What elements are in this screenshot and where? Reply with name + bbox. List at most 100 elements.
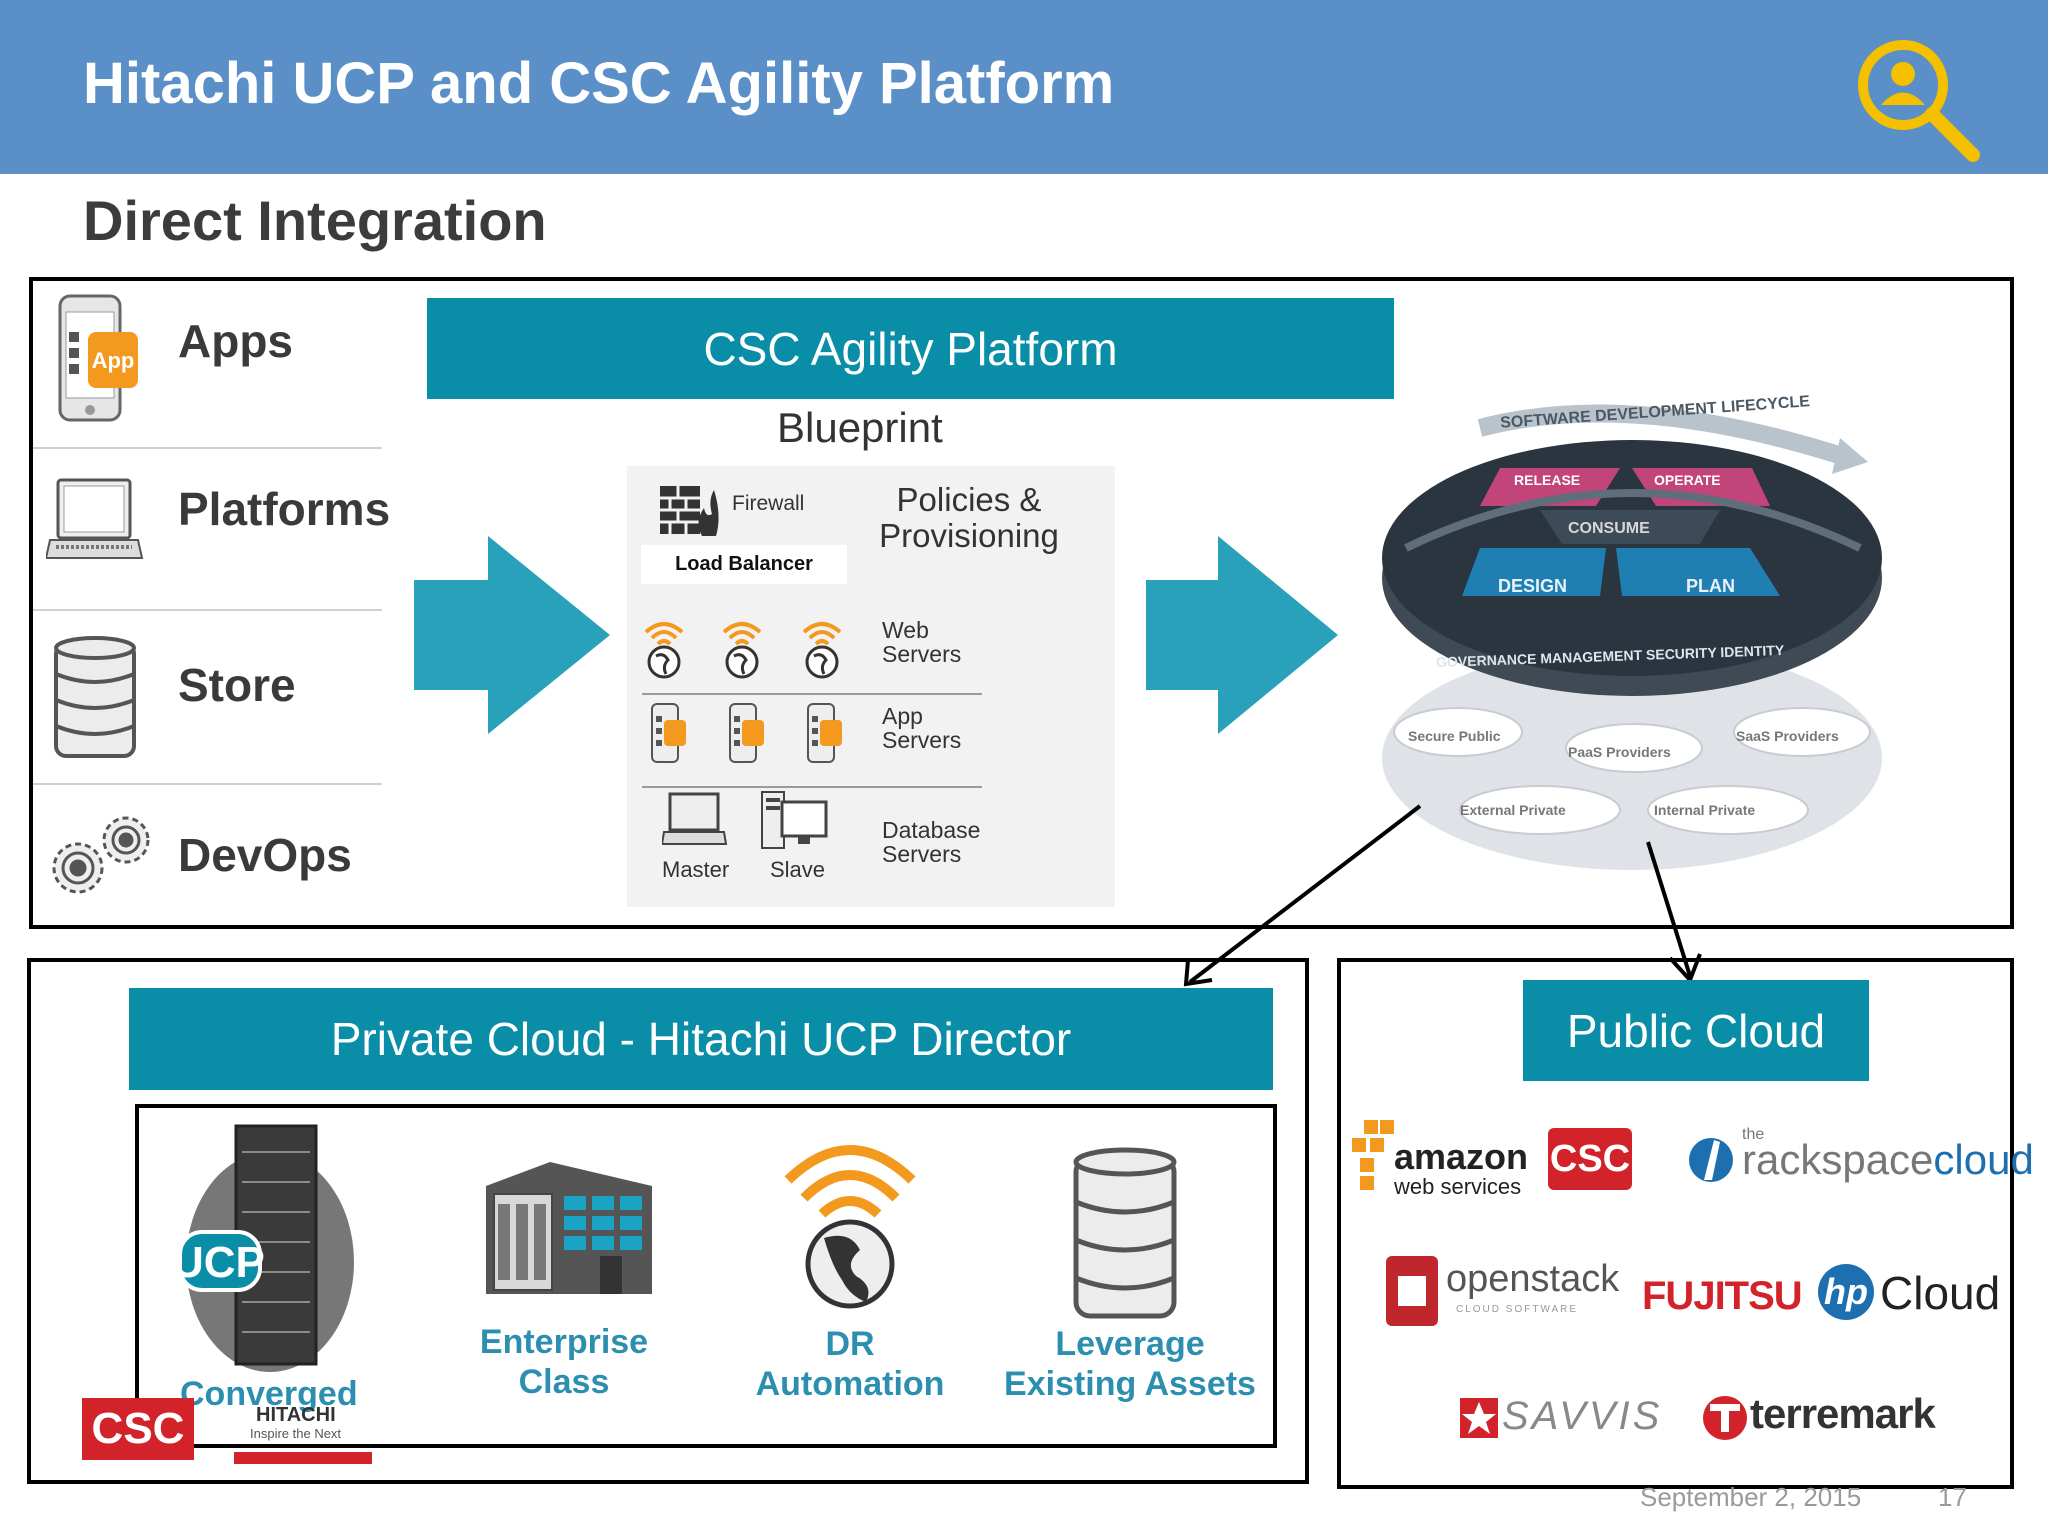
policies-provisioning-label: Policies & Provisioning — [874, 482, 1064, 554]
csc-logo: CSC — [82, 1398, 194, 1460]
database-servers-line-2: Servers — [882, 841, 962, 867]
terremark-icon — [1703, 1396, 1747, 1440]
web-servers-line-1: Web — [882, 617, 929, 643]
private-cloud-banner: Private Cloud - Hitachi UCP Director — [129, 988, 1273, 1090]
savvis-star-icon — [1460, 1398, 1498, 1438]
csc-public-logo: CSC — [1548, 1128, 1632, 1190]
flow-arrow-1 — [414, 536, 610, 734]
laptop-icon — [46, 478, 144, 559]
dr-line-2: Automation — [755, 1365, 945, 1403]
load-balancer-label: Load Balancer — [641, 545, 847, 584]
cloud-internal-private: Internal Private — [1654, 802, 1756, 818]
category-store: Store — [178, 659, 296, 711]
lifecycle-release: RELEASE — [1514, 472, 1581, 488]
category-devops: DevOps — [178, 829, 352, 881]
openstack-icon — [1386, 1256, 1438, 1326]
hitachi-tagline: Inspire the Next — [250, 1426, 342, 1441]
private-cloud-features-box — [135, 1104, 1277, 1448]
amazon-logo: amazon — [1394, 1136, 1529, 1177]
database-servers-line-1: Database — [882, 817, 981, 843]
firewall-icon — [660, 486, 719, 536]
app-servers-line-2: Servers — [882, 727, 962, 753]
ucp-rack-icon — [180, 1124, 354, 1372]
flow-arrow-2 — [1146, 536, 1338, 734]
footer-date: September 2, 2015 — [1640, 1482, 1862, 1512]
database-servers-label: Database Servers — [882, 818, 980, 866]
hp-logo: hp — [1818, 1264, 1874, 1320]
rackspace-word: rackspace — [1742, 1136, 1934, 1183]
category-apps: Apps — [178, 315, 293, 367]
enterprise-line-2: Class — [518, 1363, 610, 1401]
page-number: 17 — [1938, 1482, 1967, 1512]
app-servers-line-1: App — [882, 703, 923, 729]
cloud-paas-providers: PaaS Providers — [1568, 744, 1671, 760]
openstack-sublabel: CLOUD SOFTWARE — [1456, 1304, 1579, 1315]
aws-sublabel: web services — [1394, 1174, 1522, 1199]
cloud-secure-public: Secure Public — [1408, 728, 1501, 744]
rackspace-the: the — [1742, 1126, 1765, 1143]
page-subtitle: Direct Integration — [83, 189, 547, 252]
fujitsu-logo: FUJITSU — [1642, 1274, 1803, 1318]
app-phone-icon: App — [58, 294, 138, 422]
divider — [33, 609, 382, 611]
web-servers-label: Web Servers — [882, 618, 961, 666]
cloud-saas-providers: SaaS Providers — [1736, 728, 1839, 744]
gears-icon — [52, 816, 150, 894]
policies-line-2: Provisioning — [879, 517, 1059, 554]
converged-label: Converged — [180, 1375, 358, 1413]
page-title: Hitachi UCP and CSC Agility Platform — [83, 51, 1115, 116]
datacenter-building-icon — [486, 1162, 652, 1294]
leverage-line-2: Existing Assets — [1004, 1365, 1256, 1403]
divider — [33, 783, 382, 785]
openstack-logo: openstack — [1446, 1258, 1620, 1300]
policies-line-1: Policies & — [896, 481, 1042, 518]
blueprint-divider — [642, 693, 982, 695]
master-laptop-icon — [662, 792, 728, 845]
divider — [33, 447, 382, 449]
aws-cubes-icon — [1352, 1120, 1394, 1190]
hp-cloud-label: Cloud — [1880, 1267, 2001, 1319]
dr-line-1: DR — [825, 1325, 875, 1363]
category-platforms: Platforms — [178, 483, 391, 535]
public-cloud-box — [1337, 958, 2014, 1489]
cloud-external-private: External Private — [1460, 802, 1566, 818]
database-icon — [54, 636, 136, 758]
ucp-label: UCP — [172, 1238, 265, 1287]
database-stack-icon — [1073, 1147, 1177, 1319]
lifecycle-operate: OPERATE — [1654, 472, 1721, 488]
hitachi-red-bar — [234, 1452, 372, 1464]
lifecycle-diagram — [1382, 404, 1882, 870]
blueprint-divider — [642, 786, 982, 788]
terremark-logo: terremark — [1750, 1390, 1936, 1437]
lifecycle-consume: CONSUME — [1568, 520, 1650, 537]
enterprise-class-label: Enterprise Class — [474, 1322, 654, 1402]
leverage-assets-label: Leverage Existing Assets — [990, 1324, 1270, 1404]
hitachi-logo: HITACHI — [256, 1404, 336, 1426]
svg-text:App: App — [92, 348, 135, 373]
app-server-icons — [651, 703, 843, 763]
master-label: Master — [662, 857, 730, 882]
slave-desktop-icon — [761, 791, 828, 849]
savvis-logo: SAVVIS — [1502, 1394, 1663, 1438]
public-cloud-banner: Public Cloud — [1523, 980, 1869, 1081]
enterprise-line-1: Enterprise — [479, 1323, 649, 1361]
blueprint-label: Blueprint — [777, 404, 943, 451]
lifecycle-design: DESIGN — [1498, 576, 1568, 596]
agility-platform-banner: CSC Agility Platform — [427, 298, 1394, 399]
search-user-icon — [1858, 40, 1980, 162]
private-cloud-box — [27, 958, 1309, 1484]
app-servers-label: App Servers — [882, 704, 961, 752]
rackspace-cloud-word: cloud — [1933, 1136, 2034, 1183]
web-servers-line-2: Servers — [882, 641, 962, 667]
lifecycle-plan: PLAN — [1686, 576, 1735, 596]
rackspace-icon — [1689, 1138, 1733, 1182]
dr-globe-icon — [784, 1145, 916, 1309]
web-server-icons — [644, 622, 842, 679]
leverage-line-1: Leverage — [1055, 1325, 1205, 1363]
dr-automation-label: DR Automation — [750, 1324, 950, 1404]
slave-label: Slave — [770, 857, 826, 882]
integration-box — [29, 277, 2014, 929]
rackspace-logo: rackspacecloud — [1742, 1136, 2034, 1184]
firewall-label: Firewall — [732, 492, 805, 515]
header-bar — [0, 0, 2048, 174]
